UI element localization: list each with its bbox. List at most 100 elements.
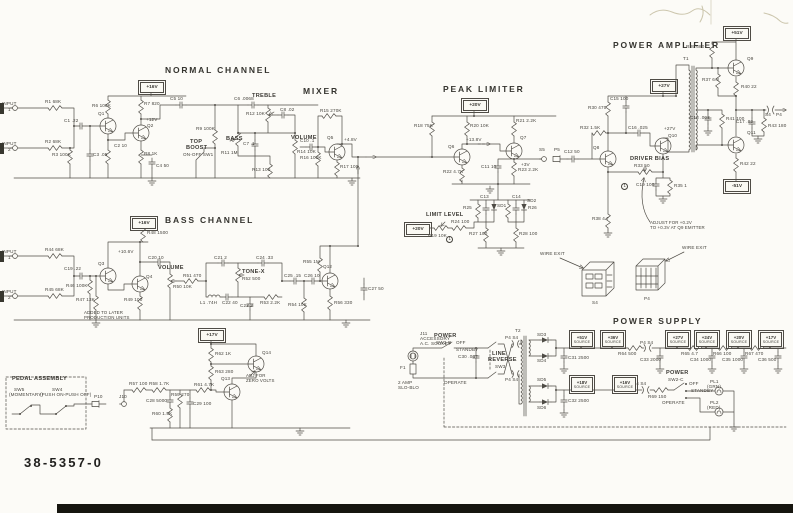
source-16v-value: +16V <box>619 380 631 385</box>
sw4-type: (PUSH ON-PUSH OFF) <box>40 392 92 397</box>
bc-input2-word: INPUT <box>2 289 17 294</box>
ref-r26: R26 <box>528 205 537 210</box>
bass-channel-wires <box>3 226 371 328</box>
ref-r41: R41 100 <box>726 116 745 121</box>
spk-p4: P4 <box>776 112 782 117</box>
zero-volts-note-1: ADJ FOR <box>246 373 266 378</box>
ref-q12: Q12 <box>323 264 333 269</box>
ref-r62: R62 1K <box>215 351 232 356</box>
ref-r40: R40 22 <box>741 84 757 89</box>
ref-r8: R8 1K <box>144 151 158 156</box>
ref-c6: C6 .0068 <box>234 96 254 101</box>
ref-c1: C1 .22 <box>64 118 79 123</box>
volume-label-bc: VOLUME <box>158 265 184 271</box>
ref-r17: R17 100 <box>340 164 359 169</box>
ref-r18: R18 75K <box>414 123 433 128</box>
ref-sw2c: SW2-C <box>668 377 684 382</box>
ref-r54: R54 10K <box>288 302 307 307</box>
ref-c28: C28 5000 <box>146 398 168 403</box>
ref-c35: C35 1000 <box>722 357 744 362</box>
pins-upper-left: P4 S4 <box>505 335 519 340</box>
volt-q7: +3V <box>521 162 530 167</box>
ref-r61: R61 4.7K <box>194 382 215 387</box>
ref-r14: R14 10K <box>297 149 316 154</box>
line-reverse-2: REVERSE <box>488 357 517 363</box>
scan-bottom-bar <box>57 504 793 513</box>
ref-q7: Q7 <box>520 135 527 140</box>
ref-r24: R24 100 <box>451 219 470 224</box>
volt-q4: +10.6V <box>118 249 134 254</box>
ref-q14: Q14 <box>262 350 272 355</box>
vbox-pa-27v: +27V <box>649 78 679 95</box>
ref-r56: R56 330 <box>334 300 353 305</box>
ref-r16: R16 100K <box>300 155 322 160</box>
ref-c7: C7 .1 <box>243 141 255 146</box>
top-boost-line1: TOP <box>190 139 203 145</box>
ref-c4: C4 50 <box>156 163 170 168</box>
ref-r2: R2 68K <box>45 139 62 144</box>
top-boost-line2: BOOST <box>186 145 208 151</box>
bc-input2-num: 2 <box>8 295 11 300</box>
drawing-number: 38-5357-0 <box>24 455 104 470</box>
pl2-color: (RED) <box>707 405 721 410</box>
pedal-assembly-wires <box>5 376 127 430</box>
source-24v-value: +24V <box>701 335 713 340</box>
ref-q3: Q3 <box>98 261 105 266</box>
source-24v-word: SOURCE <box>698 340 716 344</box>
ref-r49: R49 100 <box>124 297 143 302</box>
ref-c27: C27 50 <box>368 286 384 291</box>
ref-sd2: SD2 <box>527 198 537 203</box>
ref-r37: R37 6.8 <box>702 77 720 82</box>
ref-r51: R51 470 <box>183 273 202 278</box>
ref-c5: C5 10 <box>170 96 184 101</box>
j11-note-1: ACCESSORY <box>420 336 451 341</box>
ref-c24: C24 .33 <box>256 255 274 260</box>
ref-q9: Q9 <box>747 56 754 61</box>
ref-q11: Q11 <box>747 130 756 135</box>
volt-q6: +13.8V <box>466 137 482 142</box>
ref-r22: R22 4.7K <box>443 169 464 174</box>
ref-r53: R53 2.2K <box>260 300 281 305</box>
source-27v-value: +27V <box>672 335 684 340</box>
source-18v-value: +18V <box>576 380 588 385</box>
driver-bias-label: DRIVER BIAS <box>630 156 670 162</box>
ref-r21: R21 2.2K <box>516 118 537 123</box>
source-17v-value: +17V <box>765 335 777 340</box>
pins-lower-left: P4 S4 <box>505 377 519 382</box>
wire-exit-s4: WIRE EXIT <box>540 251 565 256</box>
ref-sd1: SD1 <box>497 203 507 208</box>
adjust-note-1: ADJUST FOR +0.2V <box>650 220 692 225</box>
top-boost-sw: ON-OFF SW1 <box>183 152 214 157</box>
ref-c30: C30 .047 <box>458 354 478 359</box>
bass-pot-label: BASS <box>226 136 243 142</box>
ref-c25: C25 .15 <box>284 273 302 278</box>
sw2c-standby: STANDBY <box>691 388 714 393</box>
spk-s4: S4 <box>765 112 771 117</box>
limit-footnote: 1 <box>446 236 454 244</box>
ref-r27: R27 100 <box>469 231 488 236</box>
vbox-pa-51v: +51V <box>722 25 752 42</box>
ref-c34: C34 1000 <box>690 357 712 362</box>
ref-c31: C31 2500 <box>568 355 590 360</box>
sw5-type: (MOMENTARY) <box>9 392 44 397</box>
ref-c26: C26 10 <box>304 273 320 278</box>
ref-s5: S5 <box>539 147 545 152</box>
line-reverse-1: LINE <box>492 351 506 357</box>
ref-c19b: C19 .22 <box>64 266 82 271</box>
ref-l1: L1 .74H <box>200 300 218 305</box>
ref-r46: R46 100K <box>66 283 88 288</box>
ref-sd4: SD4 <box>537 358 547 363</box>
ref-q5: Q5 <box>327 135 334 140</box>
bc-input1-num: 1 <box>8 255 11 260</box>
source-36v-word: SOURCE <box>604 340 622 344</box>
regulator-wires <box>123 338 351 441</box>
peak-limiter-wires <box>427 108 601 256</box>
scan-mark-1 <box>0 103 4 114</box>
ref-c17: C17 .02 <box>736 119 754 124</box>
ref-t2: T2 <box>515 328 521 333</box>
ref-c18: C18 .003 <box>690 115 710 120</box>
